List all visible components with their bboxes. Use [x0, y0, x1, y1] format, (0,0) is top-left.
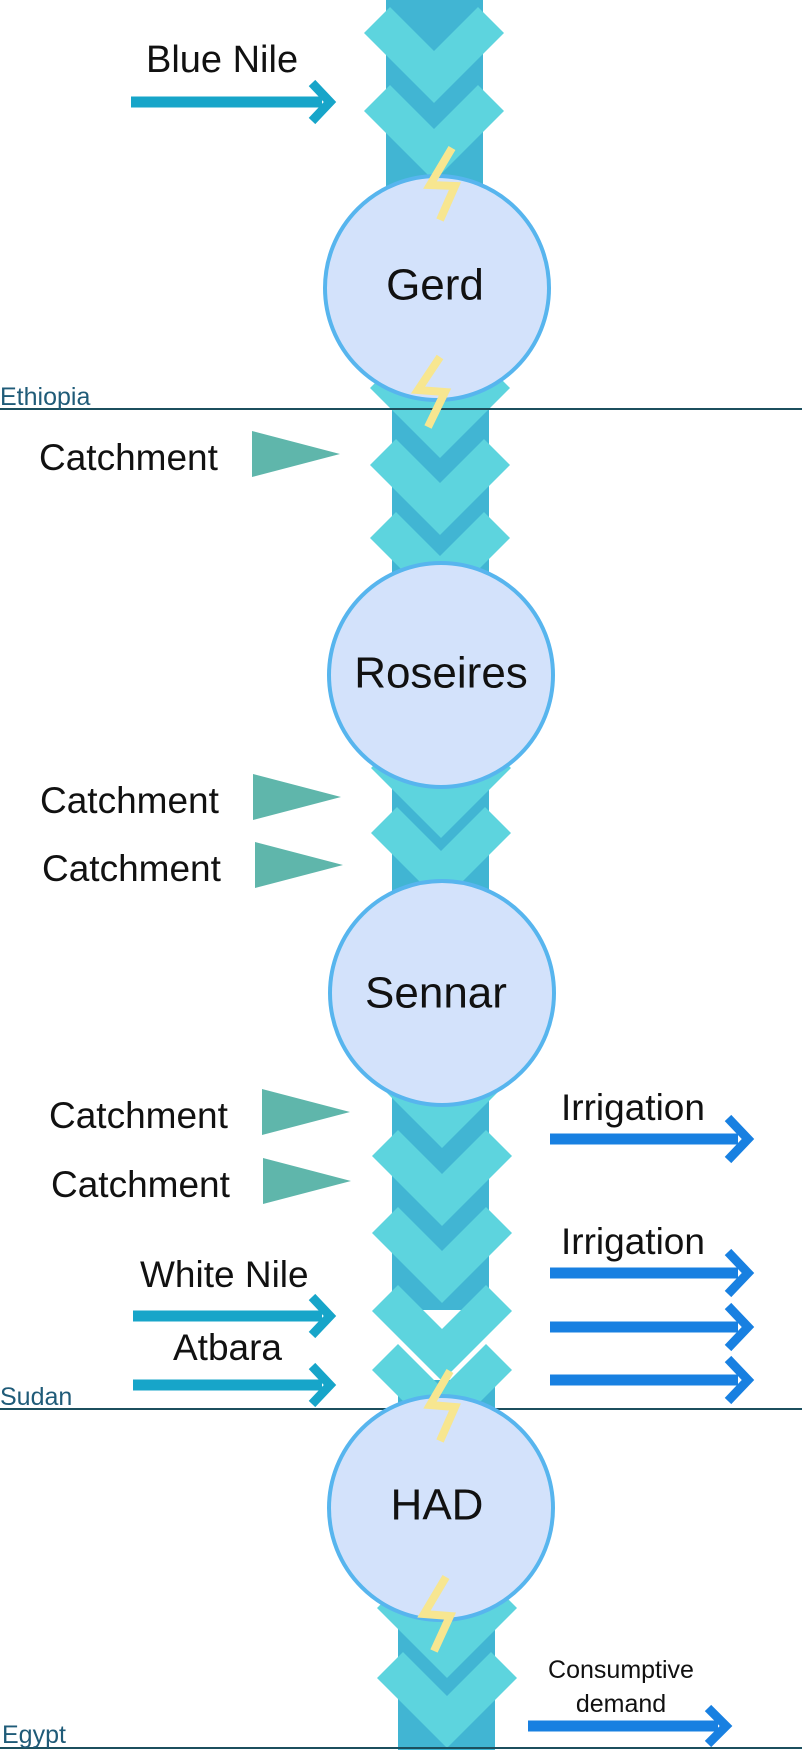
catchment-2: Catchment	[40, 774, 341, 821]
catchment-triangle	[263, 1158, 351, 1204]
reservoir-circle	[328, 879, 556, 1107]
catchment-triangle	[252, 431, 340, 477]
reservoir-label-roseires: Roseires	[354, 649, 528, 698]
flow-chevron-icon	[364, 85, 504, 181]
catchment-5: Catchment	[51, 1158, 351, 1205]
flow-chevron-icon	[372, 1207, 512, 1303]
reservoir-roseires[interactable]: Roseires	[327, 561, 555, 789]
consumptive-demand-label-line2: demand	[576, 1690, 666, 1718]
border-label-sudan: Sudan	[0, 1383, 72, 1411]
reservoir-label-had: HAD	[391, 1481, 484, 1530]
flow-chevron-icon	[370, 439, 510, 535]
reservoir-label-sennar: Sennar	[365, 969, 507, 1018]
reservoir-circle	[327, 1394, 555, 1622]
catchment-label: Catchment	[42, 848, 222, 889]
flow-chevron-icon	[377, 1652, 517, 1748]
catchment-label: Catchment	[49, 1095, 229, 1136]
reservoir-label-gerd: Gerd	[386, 261, 484, 310]
reservoir-had[interactable]: HAD	[327, 1394, 555, 1622]
consumptive-demand-label-line1: Consumptive	[548, 1656, 694, 1684]
inflow-label-white-nile: White Nile	[140, 1254, 309, 1295]
flow-chevron-icon	[372, 1285, 512, 1381]
catchment-3: Catchment	[42, 842, 343, 889]
arrow-head-icon	[724, 1248, 755, 1298]
hydropower-icon	[417, 1574, 457, 1653]
flow-chevron-icon	[372, 1130, 512, 1226]
consumptive-demand-outflow: Consumptive demand	[528, 1656, 733, 1748]
inflow-label-blue-nile: Blue Nile	[146, 39, 298, 81]
hydropower-icon	[423, 145, 462, 222]
flow-chevron-icon	[370, 512, 510, 608]
inflow-blue-nile: Blue Nile	[131, 39, 337, 125]
hydropower-symbols	[410, 145, 462, 1653]
catchment-label: Catchment	[39, 437, 219, 478]
arrow-head-icon	[308, 1293, 337, 1339]
inflow-atbara: Atbara	[133, 1327, 337, 1408]
irrigation-label: Irrigation	[561, 1087, 705, 1128]
catchment-triangle	[255, 842, 343, 888]
inflow-label-atbara: Atbara	[173, 1327, 282, 1368]
irrigation-label: Irrigation	[561, 1221, 705, 1262]
arrow-head-icon	[724, 1355, 755, 1405]
arrow-head-icon	[308, 1362, 337, 1408]
arrow-head-icon	[724, 1302, 755, 1352]
reservoir-sennar[interactable]: Sennar	[328, 879, 556, 1107]
border-label-egypt: Egypt	[2, 1721, 66, 1749]
flow-chevron-icon	[364, 7, 504, 103]
arrow-head-icon	[724, 1114, 755, 1164]
hydropower-icon	[410, 354, 452, 429]
catchment-4: Catchment	[49, 1089, 350, 1136]
catchment-label: Catchment	[40, 780, 220, 821]
border-label-ethiopia: Ethiopia	[0, 383, 90, 411]
catchment-triangle	[262, 1089, 350, 1135]
catchment-label: Catchment	[51, 1164, 231, 1205]
flow-chevron-icon	[371, 807, 511, 903]
catchment-triangle	[253, 774, 341, 820]
irrigation-outflow-2: Irrigation	[550, 1221, 755, 1405]
reservoir-circle	[327, 561, 555, 789]
arrow-head-icon	[308, 79, 337, 125]
arrow-head-icon	[704, 1704, 733, 1748]
hydropower-icon	[423, 1368, 461, 1443]
catchment-1: Catchment	[39, 431, 340, 478]
irrigation-outflow-1: Irrigation	[550, 1087, 755, 1164]
inflow-white-nile: White Nile	[133, 1254, 337, 1339]
